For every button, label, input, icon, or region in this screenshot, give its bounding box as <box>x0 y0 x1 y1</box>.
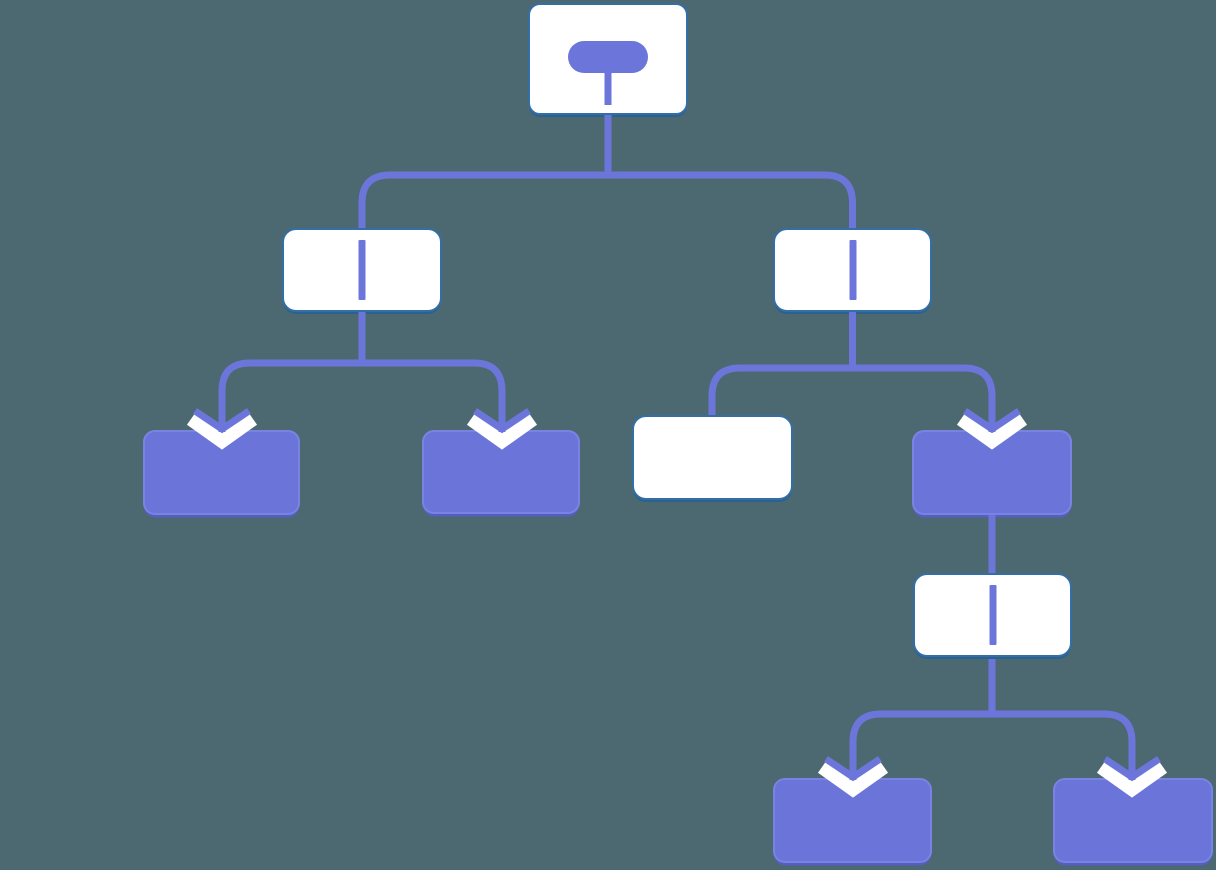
root-stem-glyph <box>604 71 612 105</box>
connector-root-to-branches <box>358 171 856 228</box>
node-branch-right-2[interactable] <box>913 573 1072 657</box>
pill-icon <box>568 41 648 73</box>
vertical-bar-icon <box>849 240 856 300</box>
connector-branch2-to-leaves <box>849 710 1136 752</box>
connector-branch-right-to-children <box>708 364 996 415</box>
node-leaf-4[interactable] <box>773 778 932 863</box>
node-leaf-1[interactable] <box>143 430 300 515</box>
node-branch-right[interactable] <box>773 228 932 312</box>
node-leaf-2[interactable] <box>422 430 580 514</box>
node-right-mid[interactable] <box>912 430 1072 515</box>
node-leaf-3[interactable] <box>632 415 793 500</box>
node-root[interactable] <box>528 3 688 115</box>
vertical-bar-icon <box>989 585 996 645</box>
vertical-bar-icon <box>358 240 366 300</box>
connector-branch-left-to-leaves <box>218 359 506 412</box>
node-leaf-5[interactable] <box>1053 778 1213 863</box>
node-branch-left[interactable] <box>282 228 442 312</box>
